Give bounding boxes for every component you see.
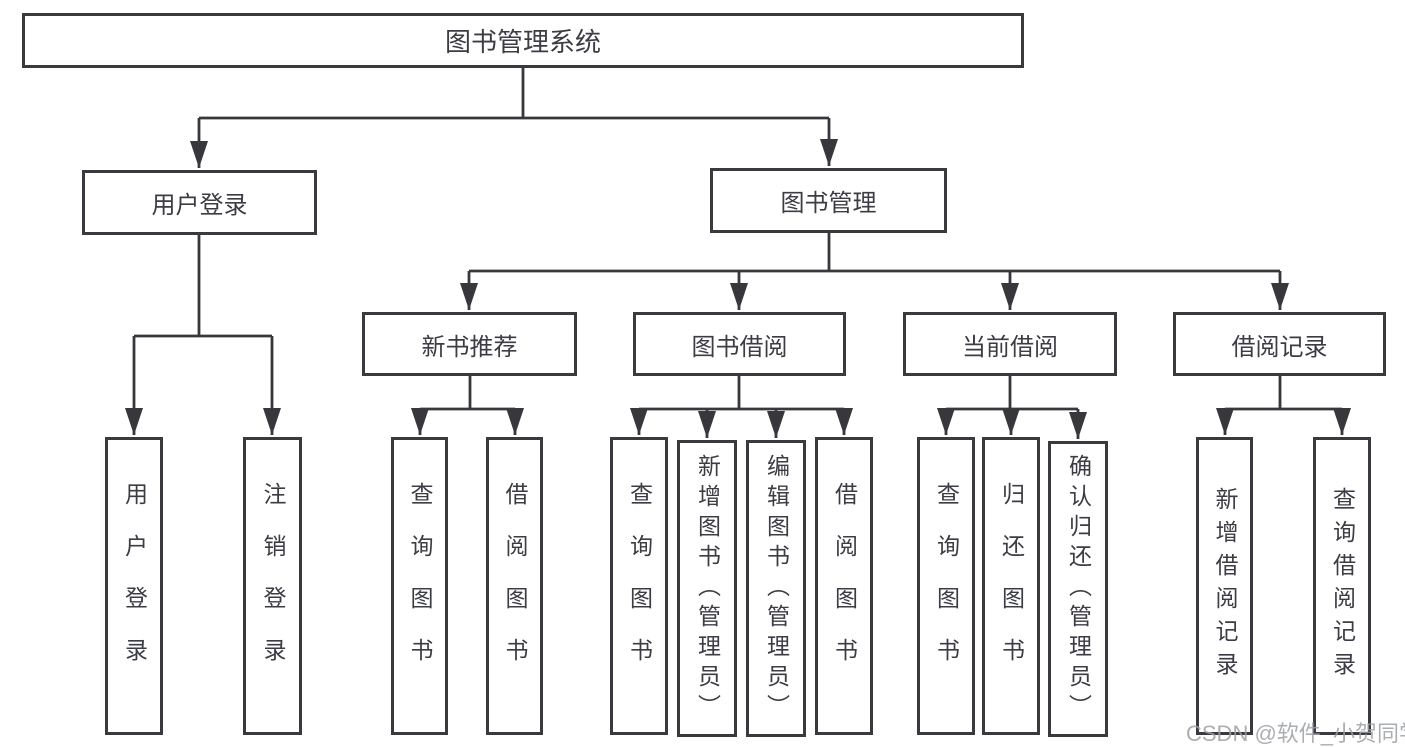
leaf-label: 归还图书	[998, 482, 1025, 690]
leaf-logout: 注销登录	[243, 437, 302, 735]
node-book-management: 图书管理	[710, 168, 947, 233]
leaf-label: 借阅图书	[831, 482, 858, 690]
leaf-label: 编辑图书（管理员）	[763, 453, 790, 724]
leaf-records-add-record: 新增借阅记录	[1196, 437, 1253, 735]
leaf-label: 确认归还（管理员）	[1065, 454, 1092, 724]
node-library-management-system: 图书管理系统	[22, 13, 1024, 68]
leaf-label: 查询图书	[626, 482, 653, 690]
leaf-label: 用户登录	[121, 482, 148, 690]
leaf-current-confirm-return-admin: 确认归还（管理员）	[1048, 441, 1108, 737]
node-new-book-recommend: 新书推荐	[362, 312, 577, 376]
leaf-recommend-query-books: 查询图书	[391, 437, 448, 735]
node-current-borrow: 当前借阅	[903, 312, 1117, 376]
node-label: 用户登录	[151, 192, 248, 219]
node-label: 新书推荐	[421, 333, 518, 361]
leaf-label: 查询借阅记录	[1329, 487, 1356, 685]
leaf-borrow-add-books-admin: 新增图书（管理员）	[677, 440, 737, 737]
leaf-label: 借阅图书	[502, 482, 528, 690]
node-label: 图书借阅	[691, 333, 788, 361]
leaf-label: 查询图书	[933, 482, 960, 690]
leaf-borrow-query-books: 查询图书	[610, 437, 668, 735]
leaf-current-query-books: 查询图书	[917, 437, 975, 735]
leaf-recommend-borrow-books: 借阅图书	[486, 437, 543, 735]
leaf-borrow-edit-books-admin: 编辑图书（管理员）	[746, 440, 806, 737]
node-label: 图书管理系统	[444, 27, 601, 57]
node-label: 当前借阅	[962, 333, 1058, 361]
leaf-current-return-books: 归还图书	[982, 437, 1040, 735]
node-borrow-records: 借阅记录	[1173, 312, 1386, 376]
leaf-user-login: 用户登录	[105, 437, 163, 735]
node-label: 图书管理	[780, 190, 877, 217]
node-user-login: 用户登录	[82, 170, 317, 235]
leaf-label: 新增借阅记录	[1212, 487, 1238, 685]
leaf-label: 注销登录	[260, 482, 286, 690]
leaf-borrow-borrow-books: 借阅图书	[815, 437, 873, 735]
csdn-watermark: CSDN @软件_小贺同学	[1186, 721, 1405, 746]
leaf-records-query-record: 查询借阅记录	[1313, 437, 1371, 735]
leaf-label: 新增图书（管理员）	[694, 453, 721, 724]
node-book-borrow: 图书借阅	[633, 312, 846, 376]
leaf-label: 查询图书	[407, 482, 433, 690]
node-label: 借阅记录	[1231, 333, 1328, 361]
